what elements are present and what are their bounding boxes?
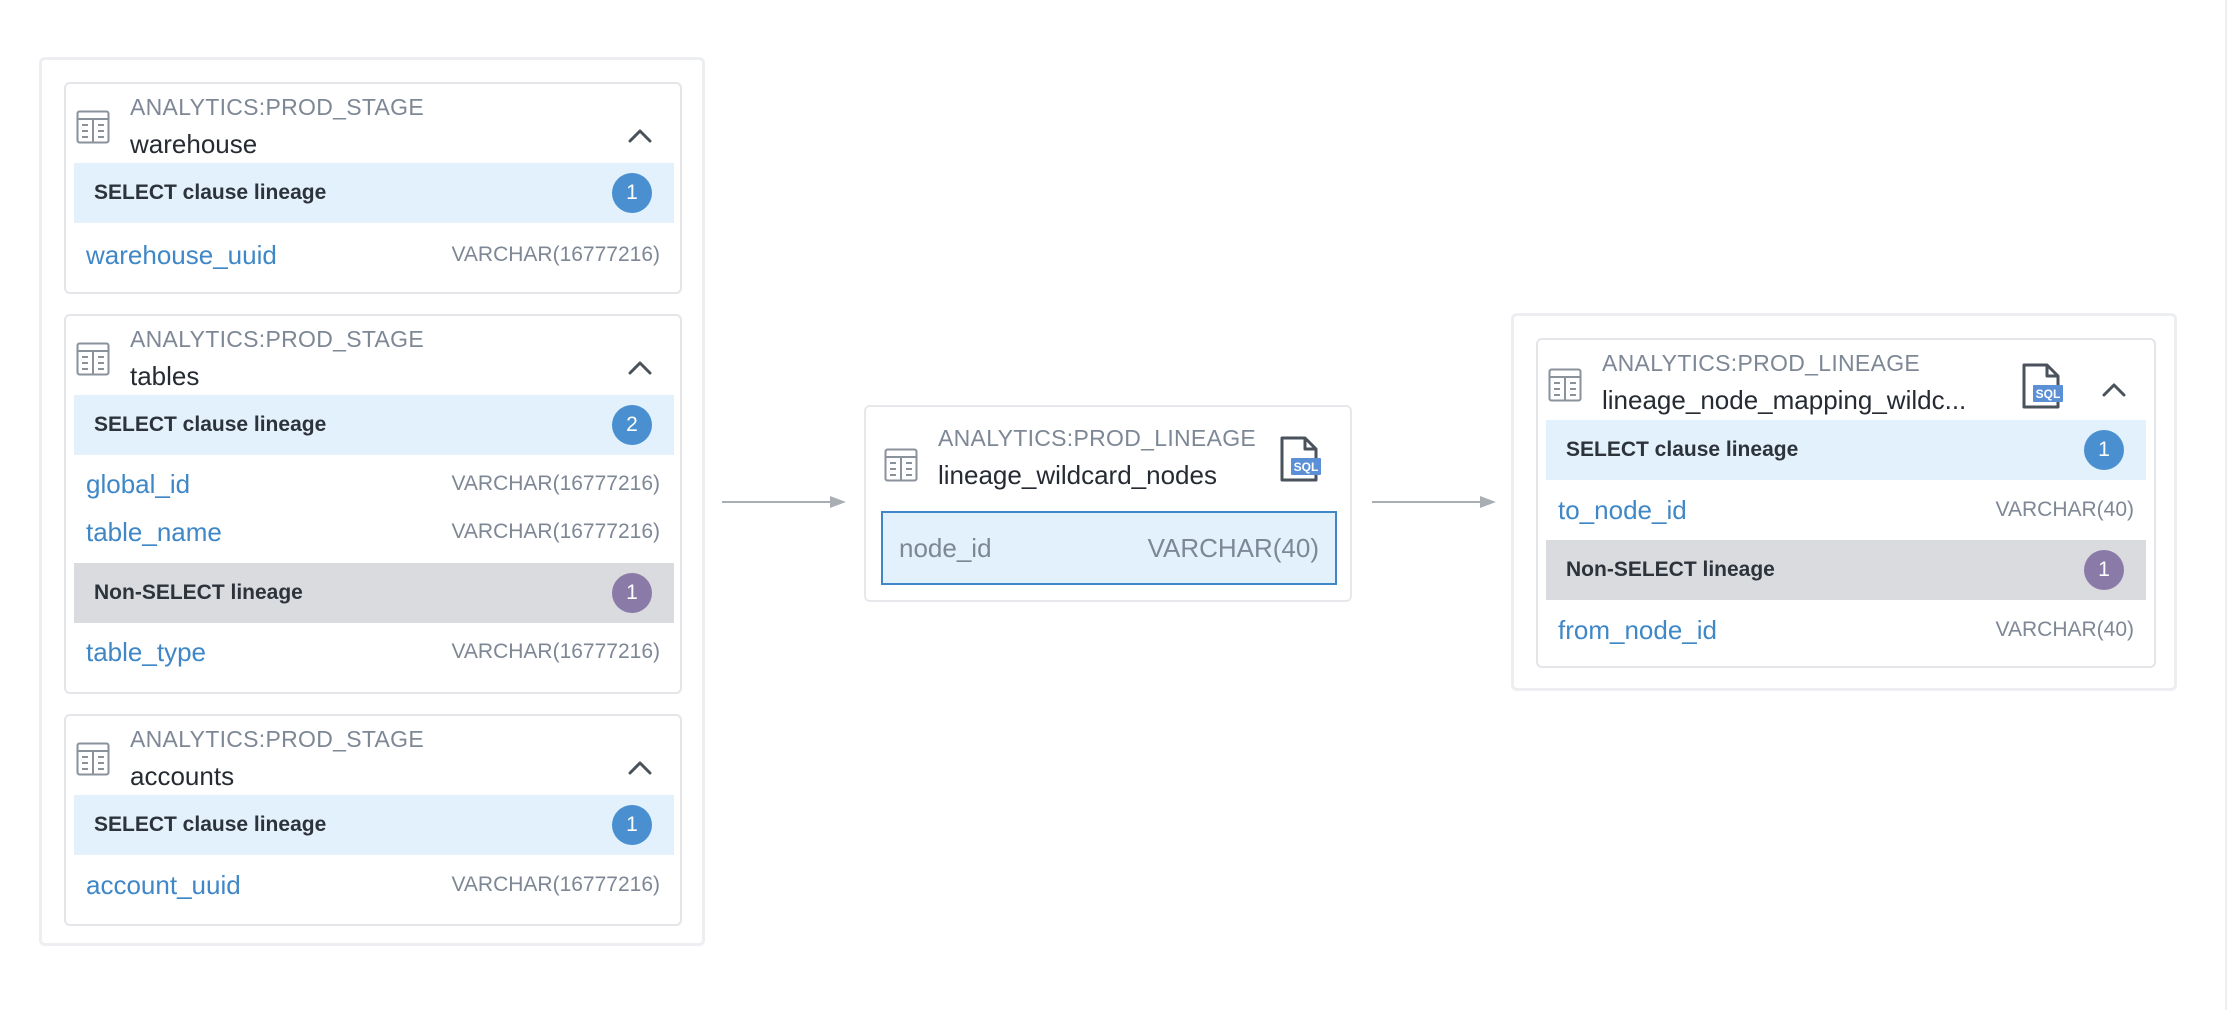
table-schema: ANALYTICS:PROD_STAGE <box>130 726 424 752</box>
sql-file-icon[interactable]: SQL <box>1278 435 1322 483</box>
table-card-lineage-node-mapping[interactable]: ANALYTICS:PROD_LINEAGE lineage_node_mapp… <box>1536 338 2156 668</box>
collapse-chevron-up-icon[interactable] <box>626 758 654 778</box>
column-row[interactable]: warehouse_uuid VARCHAR(16777216) <box>66 232 680 278</box>
edge-arrowhead <box>1480 496 1496 508</box>
target-tables-group: ANALYTICS:PROD_LINEAGE lineage_node_mapp… <box>1511 313 2177 691</box>
section-label: Non-SELECT lineage <box>1566 558 1775 581</box>
section-label: SELECT clause lineage <box>1566 438 1799 461</box>
column-name: warehouse_uuid <box>86 240 277 270</box>
section-select-lineage[interactable]: SELECT clause lineage 1 <box>1546 420 2146 480</box>
column-type: VARCHAR(16777216) <box>451 243 660 266</box>
column-name: to_node_id <box>1558 495 1687 525</box>
section-select-lineage[interactable]: SELECT clause lineage 1 <box>74 163 674 223</box>
column-type: VARCHAR(40) <box>1147 533 1319 563</box>
count-badge: 1 <box>612 805 652 845</box>
count-badge: 2 <box>612 405 652 445</box>
column-row[interactable]: account_uuid VARCHAR(16777216) <box>66 862 680 908</box>
canvas-right-border <box>2225 0 2227 1010</box>
edge-arrowhead <box>830 496 846 508</box>
focus-table-card[interactable]: ANALYTICS:PROD_LINEAGE lineage_wildcard_… <box>864 405 1352 602</box>
table-icon <box>76 110 110 144</box>
table-name: warehouse <box>130 129 258 159</box>
table-card-warehouse[interactable]: ANALYTICS:PROD_STAGE warehouse SELECT cl… <box>64 82 682 294</box>
svg-text:SQL: SQL <box>1294 460 1319 474</box>
table-schema: ANALYTICS:PROD_STAGE <box>130 94 424 120</box>
column-row[interactable]: table_type VARCHAR(16777216) <box>66 629 680 675</box>
table-schema: ANALYTICS:PROD_LINEAGE <box>1602 350 1921 376</box>
column-row[interactable]: to_node_id VARCHAR(40) <box>1538 487 2154 533</box>
section-select-lineage[interactable]: SELECT clause lineage 2 <box>74 395 674 455</box>
count-badge: 1 <box>612 573 652 613</box>
collapse-chevron-up-icon[interactable] <box>626 358 654 378</box>
column-type: VARCHAR(16777216) <box>451 640 660 663</box>
collapse-chevron-up-icon[interactable] <box>626 126 654 146</box>
column-name: node_id <box>899 533 992 563</box>
count-badge: 1 <box>612 173 652 213</box>
table-icon <box>76 342 110 376</box>
table-schema: ANALYTICS:PROD_STAGE <box>130 326 424 352</box>
column-row[interactable]: table_name VARCHAR(16777216) <box>66 509 680 555</box>
column-type: VARCHAR(40) <box>1995 618 2134 641</box>
column-type: VARCHAR(16777216) <box>451 520 660 543</box>
count-badge: 1 <box>2084 430 2124 470</box>
section-label: SELECT clause lineage <box>94 813 327 836</box>
column-name: from_node_id <box>1558 615 1717 645</box>
table-schema: ANALYTICS:PROD_LINEAGE <box>938 425 1257 451</box>
table-icon <box>1548 368 1582 402</box>
column-name: global_id <box>86 469 191 499</box>
svg-text:SQL: SQL <box>2036 387 2061 401</box>
column-type: VARCHAR(40) <box>1995 498 2134 521</box>
column-row[interactable]: global_id VARCHAR(16777216) <box>66 461 680 507</box>
section-select-lineage[interactable]: SELECT clause lineage 1 <box>74 795 674 855</box>
column-row[interactable]: from_node_id VARCHAR(40) <box>1538 607 2154 653</box>
collapse-chevron-up-icon[interactable] <box>2100 380 2128 400</box>
table-name: lineage_node_mapping_wildc... <box>1602 385 1967 415</box>
sql-file-icon[interactable]: SQL <box>2020 362 2064 410</box>
section-label: SELECT clause lineage <box>94 181 327 204</box>
table-icon <box>884 448 918 482</box>
section-label: Non-SELECT lineage <box>94 581 303 604</box>
column-name: table_type <box>86 637 206 667</box>
section-non-select-lineage[interactable]: Non-SELECT lineage 1 <box>74 563 674 623</box>
table-name: tables <box>130 361 200 391</box>
column-name: account_uuid <box>86 870 241 900</box>
column-name: table_name <box>86 517 222 547</box>
selected-column-row[interactable]: node_id VARCHAR(40) <box>881 511 1337 585</box>
table-name: lineage_wildcard_nodes <box>938 460 1217 490</box>
table-card-tables[interactable]: ANALYTICS:PROD_STAGE tables SELECT claus… <box>64 314 682 694</box>
section-label: SELECT clause lineage <box>94 413 327 436</box>
table-icon <box>76 742 110 776</box>
column-type: VARCHAR(16777216) <box>451 873 660 896</box>
table-name: accounts <box>130 761 235 791</box>
column-type: VARCHAR(16777216) <box>451 472 660 495</box>
table-card-accounts[interactable]: ANALYTICS:PROD_STAGE accounts SELECT cla… <box>64 714 682 926</box>
source-tables-group: ANALYTICS:PROD_STAGE warehouse SELECT cl… <box>39 57 705 946</box>
count-badge: 1 <box>2084 550 2124 590</box>
section-non-select-lineage[interactable]: Non-SELECT lineage 1 <box>1546 540 2146 600</box>
